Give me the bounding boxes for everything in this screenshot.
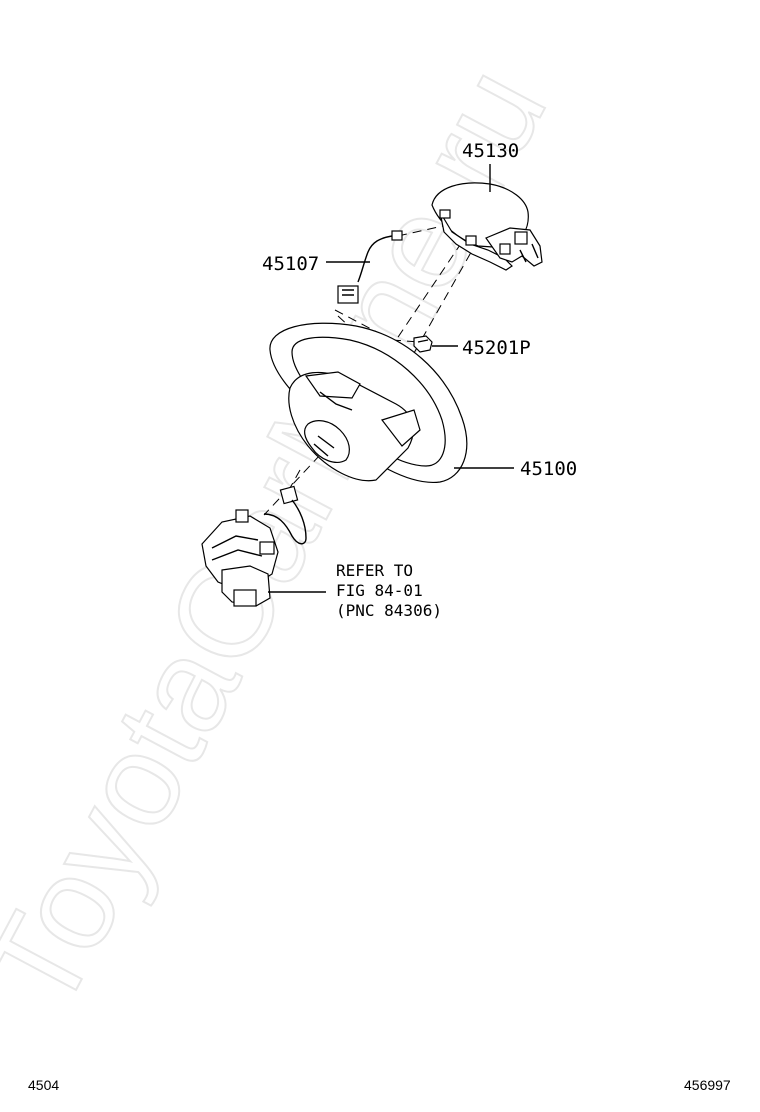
horn-wire-drawing bbox=[337, 230, 403, 304]
leader-lines bbox=[268, 164, 514, 593]
airbag-assembly-drawing bbox=[431, 182, 543, 271]
reference-note-line1: REFER TO bbox=[336, 561, 413, 580]
spiral-cable-drawing bbox=[201, 485, 307, 607]
footer-left-code: 4504 bbox=[28, 1077, 59, 1093]
screw-drawing bbox=[413, 335, 433, 353]
steering-wheel-drawing bbox=[269, 322, 468, 484]
part-number-45100: 45100 bbox=[520, 458, 577, 480]
part-number-45201p: 45201P bbox=[462, 337, 531, 359]
reference-note-line3: (PNC 84306) bbox=[336, 601, 442, 620]
reference-note-line2: FIG 84-01 bbox=[336, 581, 423, 600]
part-number-45130: 45130 bbox=[462, 140, 519, 162]
footer-right-code: 456997 bbox=[684, 1077, 731, 1093]
part-number-45107: 45107 bbox=[262, 253, 319, 275]
